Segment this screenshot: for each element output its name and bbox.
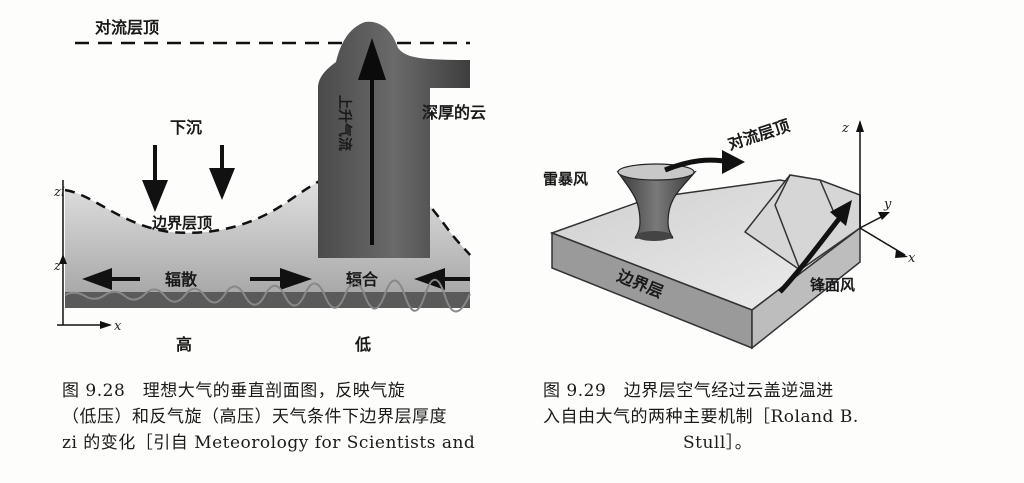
label-z-left: z	[53, 259, 61, 274]
label-tropopause-right: 对流层顶	[725, 116, 792, 154]
left-diagram: 对流层顶 上升气流 深厚的云 下沉 边界层顶 辐散	[53, 18, 486, 354]
slab-right-face	[751, 226, 861, 350]
label-y-right: y	[883, 197, 892, 212]
divergence-arrow-left	[82, 268, 140, 290]
caption-right-line-2: 入自由大气的两种主要机制［Roland B.	[543, 407, 859, 427]
deep-cloud	[318, 21, 470, 258]
frontal-wind-arrow	[778, 213, 844, 294]
label-z-right: z	[841, 121, 849, 136]
label-updraft: 上升气流	[336, 95, 353, 151]
caption-left: 图 9.28 理想大气的垂直剖面图，反映气旋 （低压）和反气旋（高压）天气条件下…	[62, 378, 522, 456]
caption-left-line-1: 图 9.28 理想大气的垂直剖面图，反映气旋	[62, 381, 406, 401]
label-x-left: x	[114, 319, 122, 334]
right-diagram: z y x 雷暴风 对流层顶 边界层 锋面风	[543, 116, 916, 350]
label-x-right: x	[908, 251, 916, 266]
label-bl-top: 边界层顶	[151, 214, 212, 232]
label-low: 低	[354, 335, 371, 354]
caption-right: 图 9.29 边界层空气经过云盖逆温进 入自由大气的两种主要机制［Roland …	[543, 378, 963, 456]
label-subsidence: 下沉	[170, 118, 202, 137]
label-thunderstorm: 雷暴风	[543, 170, 588, 188]
label-zi: zi	[53, 185, 65, 200]
subsidence-arrow-1	[142, 145, 168, 212]
caption-left-line-2: （低压）和反气旋（高压）天气条件下边界层厚度	[62, 407, 447, 427]
caption-right-line-1: 图 9.29 边界层空气经过云盖逆温进	[543, 381, 834, 401]
caption-right-line-3: Stull］。	[683, 433, 753, 453]
x-axis-right	[859, 227, 906, 256]
label-tropopause-left: 对流层顶	[95, 18, 159, 37]
thunderstorm-outflow-arrow	[664, 157, 731, 173]
caption-left-line-3: zi 的变化［引自 Meteorology for Scientists and	[62, 433, 476, 453]
label-divergence: 辐散	[165, 270, 198, 289]
label-deep-cloud: 深厚的云	[422, 103, 486, 122]
divergence-arrow-right	[250, 268, 312, 290]
label-frontal-wind: 锋面风	[810, 276, 855, 294]
label-convergence: 辐合	[346, 270, 379, 289]
label-high: 高	[176, 335, 192, 354]
updraft-arrowhead	[358, 38, 386, 80]
subsidence-arrow-2	[209, 145, 235, 200]
convergence-arrow-right	[414, 268, 470, 290]
